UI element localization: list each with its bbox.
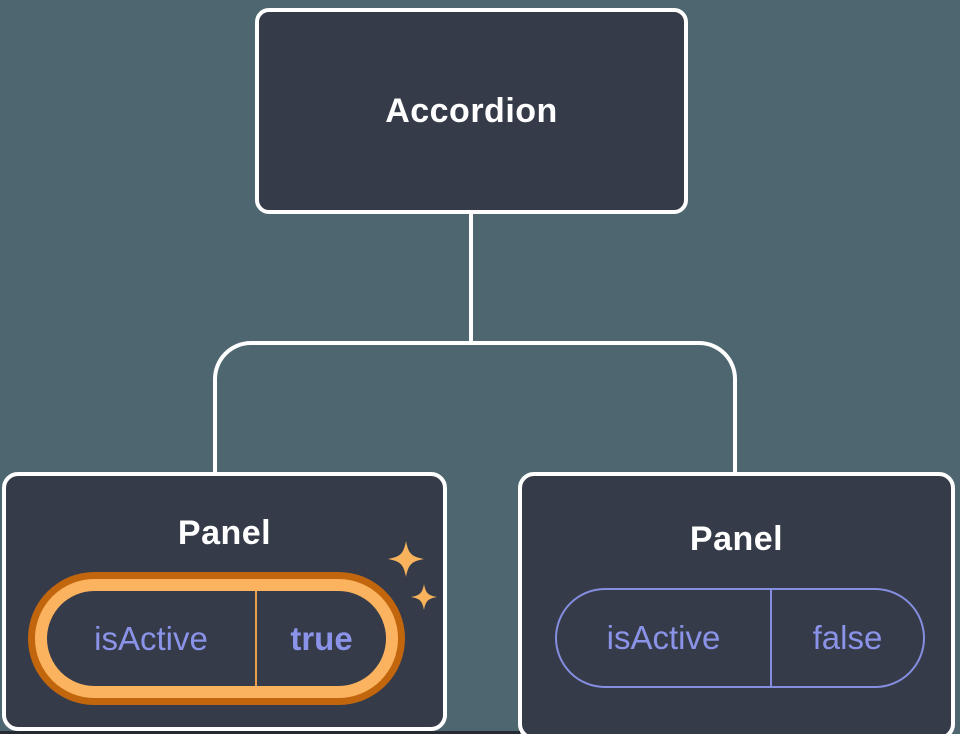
sparkle-large-icon [388,541,424,577]
panel-active-label: Panel [177,514,272,552]
state-pill-active: isActive true [47,591,386,686]
connector-stem [469,212,473,345]
sparkle-small-icon [411,584,437,610]
panel-inactive-label: Panel [689,520,784,558]
pill-divider [770,590,772,686]
connector-branch [213,341,737,472]
bottom-edge-shadow [0,731,520,734]
pill-divider [255,591,257,686]
accordion-label: Accordion [385,91,558,130]
prop-name-inactive: isActive [606,619,721,656]
prop-value-active: true [290,619,353,657]
state-pill-active-glow: isActive true [28,572,405,705]
prop-name-active: isActive [94,619,208,657]
prop-value-inactive: false [812,619,883,656]
sparkles-icon [388,541,437,610]
node-panel-inactive: Panel isActive false [518,472,955,734]
node-panel-active: Panel isActive true [2,472,447,731]
state-pill-active-ring: isActive true [35,579,398,698]
state-pill-inactive: isActive false [555,588,925,688]
node-accordion: Accordion [255,8,688,214]
